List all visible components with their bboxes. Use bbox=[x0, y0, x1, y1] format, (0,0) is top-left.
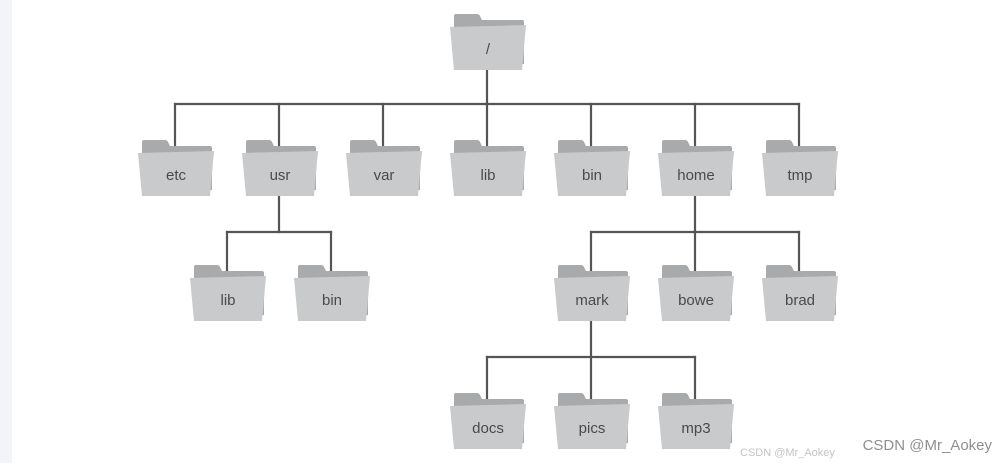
folder-label: home bbox=[677, 167, 715, 184]
folder-label: lib bbox=[480, 167, 495, 184]
folder-label: pics bbox=[579, 420, 606, 437]
folder-label: etc bbox=[166, 167, 187, 184]
watermark-large: CSDN @Mr_Aokey bbox=[862, 437, 992, 454]
folder-label: / bbox=[486, 41, 491, 58]
folder-front-panel bbox=[242, 151, 318, 196]
folder-front-panel bbox=[658, 151, 734, 196]
folder-front-panel bbox=[346, 151, 422, 196]
folder-front-panel bbox=[294, 276, 370, 321]
folder-label: bowe bbox=[678, 292, 714, 309]
folder-root-usr-1-lib: lib bbox=[190, 265, 266, 321]
folder-root-home-5-bowe: bowe bbox=[658, 265, 734, 321]
folder-label: var bbox=[374, 167, 395, 184]
folder-root-etc-0: etc bbox=[138, 140, 214, 196]
folder-front-panel bbox=[450, 25, 526, 70]
folder-label: brad bbox=[785, 292, 815, 309]
folder-root-usr-1: usr bbox=[242, 140, 318, 196]
folder-front-panel bbox=[554, 276, 630, 321]
folder-front-panel bbox=[658, 276, 734, 321]
folder-front-panel bbox=[554, 404, 630, 449]
folder-label: lib bbox=[220, 292, 235, 309]
folder-label: mark bbox=[575, 292, 609, 309]
folder-root-home-5-mark-pics: pics bbox=[554, 393, 630, 449]
folder-label: bin bbox=[582, 167, 602, 184]
folder-root-lib-3: lib bbox=[450, 140, 526, 196]
folder-root-home-5-mark-docs: docs bbox=[450, 393, 526, 449]
folder-root: / bbox=[450, 14, 526, 70]
folder-root-home-5-brad: brad bbox=[762, 265, 838, 321]
left-margin-strip bbox=[0, 0, 12, 463]
folder-label: mp3 bbox=[681, 420, 710, 437]
folder-root-home-5-mark-mp3: mp3 bbox=[658, 393, 734, 449]
folder-label: tmp bbox=[787, 167, 812, 184]
folder-front-panel bbox=[450, 151, 526, 196]
folder-root-home-5-mark: mark bbox=[554, 265, 630, 321]
folder-root-bin-4: bin bbox=[554, 140, 630, 196]
folder-front-panel bbox=[658, 404, 734, 449]
folder-root-tmp-6: tmp bbox=[762, 140, 838, 196]
folder-label: bin bbox=[322, 292, 342, 309]
folder-nodes: etc lib bin usr var lib bin docs pics mp3 mark bowe… bbox=[138, 14, 838, 449]
connector-lines bbox=[173, 68, 801, 407]
folder-label: usr bbox=[270, 167, 291, 184]
watermark-small: CSDN @Mr_Aokey bbox=[740, 447, 835, 459]
folder-root-var-2: var bbox=[346, 140, 422, 196]
folder-front-panel bbox=[762, 151, 838, 196]
folder-front-panel bbox=[138, 151, 214, 196]
folder-front-panel bbox=[762, 276, 838, 321]
folder-front-panel bbox=[190, 276, 266, 321]
folder-root-usr-1-bin: bin bbox=[294, 265, 370, 321]
folder-front-panel bbox=[450, 404, 526, 449]
folder-root-home-5: home bbox=[658, 140, 734, 196]
folder-label: docs bbox=[472, 420, 504, 437]
folder-front-panel bbox=[554, 151, 630, 196]
